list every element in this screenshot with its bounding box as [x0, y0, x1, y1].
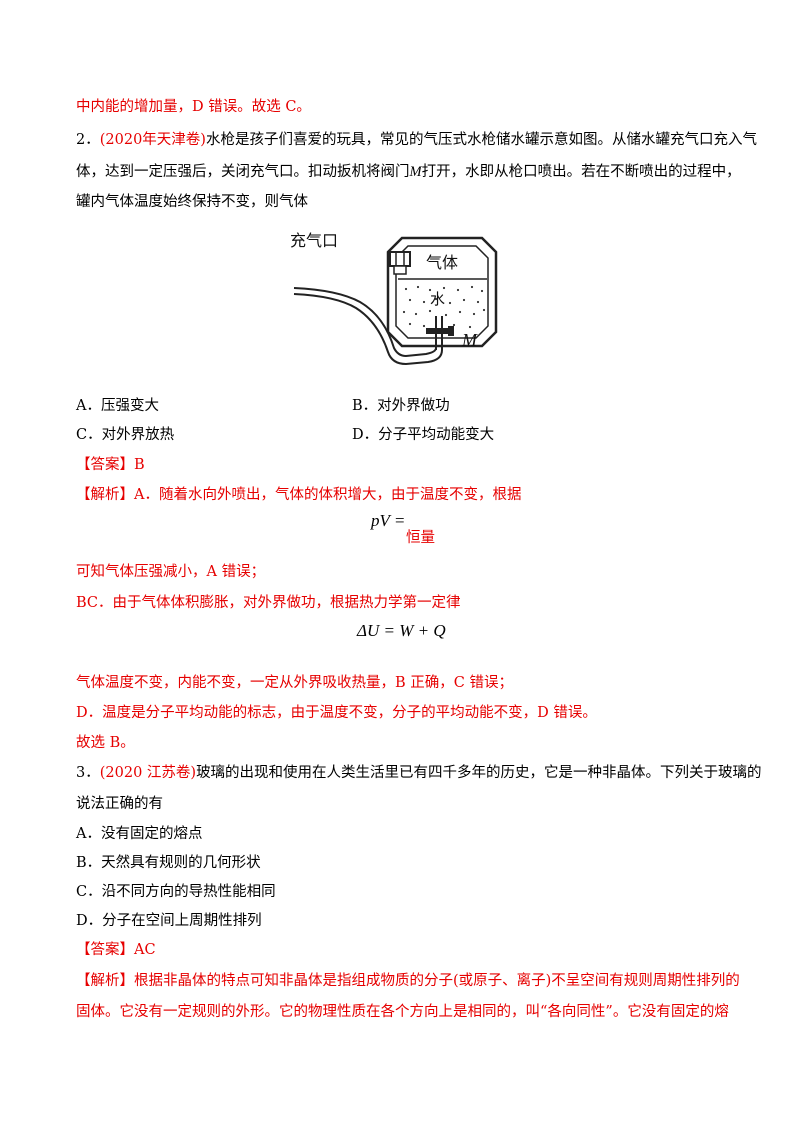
q3-option-a[interactable]: A．没有固定的熔点	[76, 826, 203, 842]
q2-source: (2020年天津卷)	[99, 132, 206, 148]
q2-analysis-line-4: 气体温度不变，内能不变，一定从外界吸收热量，B 正确，C 错误；	[76, 675, 513, 691]
q2-option-d[interactable]: D．分子平均动能变大	[352, 427, 495, 443]
water-tank-diagram: 气体 水 充气口 M	[290, 231, 498, 366]
q2-stem-text-2b: 打开，水即从枪口喷出。若在不断喷出的过程中，	[421, 164, 741, 180]
q2-stem-line-3: 罐内气体温度始终保持不变，则气体	[76, 194, 308, 210]
gas-label: 气体	[426, 253, 458, 272]
q3-source: (2020 江苏卷)	[99, 765, 197, 781]
water-dots	[402, 285, 486, 329]
q3-stem-line-1: 3．(2020 江苏卷)玻璃的出现和使用在人类生活里已有四千多年的历史，它是一种…	[76, 763, 762, 783]
q2-answer: 【答案】B	[76, 457, 145, 473]
q2-option-c[interactable]: C．对外界放热	[76, 427, 175, 443]
q2-analysis-line-6: 故选 B。	[76, 735, 135, 751]
q2-stem-line-1: 2．(2020年天津卷)水枪是孩子们喜爱的玩具，常见的气压式水枪储水罐示意如图。…	[76, 130, 757, 150]
q2-number: 2．	[76, 132, 100, 148]
valve-m	[426, 328, 452, 334]
q2-analysis-line-5: D．温度是分子平均动能的标志，由于温度不变，分子的平均动能不变，D 错误。	[76, 705, 597, 721]
tank-inner-wall	[395, 245, 489, 339]
q3-option-b[interactable]: B．天然具有规则的几何形状	[76, 855, 261, 871]
water-label: 水	[430, 290, 445, 308]
q2-analysis-line-3: BC．由于气体体积膨胀，对外界做功，根据热力学第一定律	[76, 595, 461, 611]
q2-analysis-line-2: 可知气体压强减小，A 错误；	[76, 564, 266, 580]
q3-answer: 【答案】AC	[76, 942, 156, 958]
q2-option-a[interactable]: A．压强变大	[76, 398, 159, 414]
q3-option-c[interactable]: C．沿不同方向的导热性能相同	[76, 884, 276, 900]
q2-stem-text-1: 水枪是孩子们喜爱的玩具，常见的气压式水枪储水罐示意如图。从储水罐充气口充入气	[205, 132, 757, 148]
formula-pv-constant: 恒量	[406, 530, 435, 546]
q3-number: 3．	[76, 765, 100, 781]
q3-analysis-line-1: 【解析】根据非晶体的特点可知非晶体是指组成物质的分子(或原子、离子)不呈空间有规…	[76, 973, 740, 989]
valve-m-label: M	[461, 330, 478, 350]
q2-valve-symbol: M	[409, 164, 422, 180]
inlet-label: 充气口	[290, 231, 338, 250]
q2-stem-line-2: 体，达到一定压强后，关闭充气口。扣动扳机将阀门M打开，水即从枪口喷出。若在不断喷…	[76, 162, 741, 182]
q2-analysis-line-1: 【解析】A．随着水向外喷出，气体的体积增大，由于温度不变，根据	[76, 487, 522, 503]
inlet-valve-body	[389, 251, 411, 267]
formula-first-law: ΔU = W + Q	[357, 621, 446, 640]
q3-analysis-line-2: 固体。它没有一定规则的外形。它的物理性质在各个方向上是相同的，叫“各向同性”。它…	[76, 1004, 729, 1020]
q2-option-b[interactable]: B．对外界做功	[352, 398, 450, 414]
q3-option-d[interactable]: D．分子在空间上周期性排列	[76, 913, 262, 929]
tank-outer-wall	[386, 236, 498, 348]
previous-conclusion: 中内能的增加量，D 错误。故选 C。	[76, 99, 311, 115]
q3-stem-text-1: 玻璃的出现和使用在人类生活里已有四千多年的历史，它是一种非晶体。下列关于玻璃的	[196, 765, 762, 781]
formula-pv: pV =	[371, 511, 406, 530]
q2-stem-text-2a: 体，达到一定压强后，关闭充气口。扣动扳机将阀门	[76, 164, 410, 180]
q3-stem-line-2: 说法正确的有	[76, 796, 163, 812]
